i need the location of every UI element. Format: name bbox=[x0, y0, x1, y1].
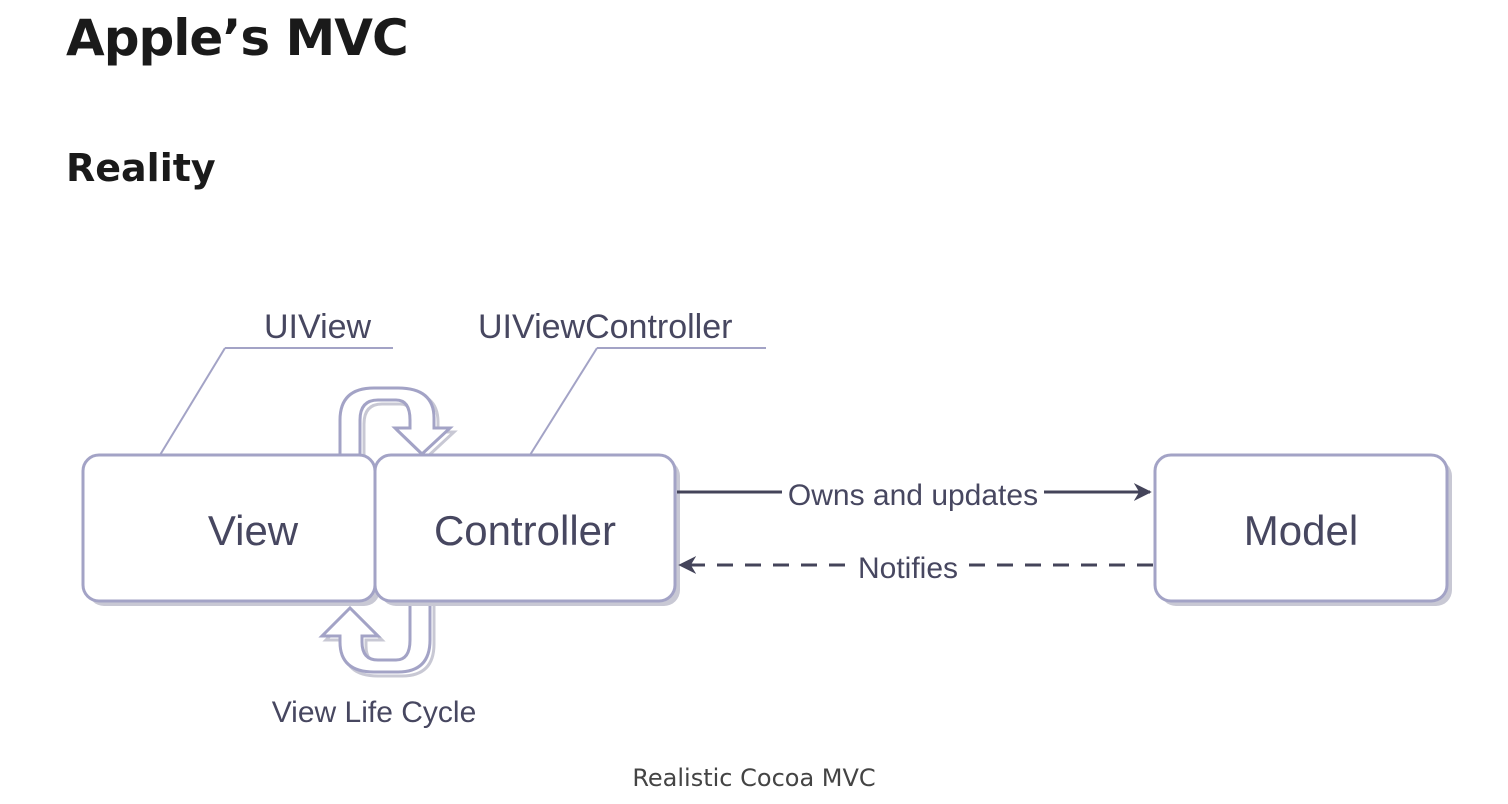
uiviewcontroller-label: UIViewController bbox=[478, 308, 732, 346]
view-node: View bbox=[81, 453, 380, 606]
controller-node: Controller bbox=[373, 453, 680, 606]
lifecycle-label: View Life Cycle bbox=[272, 696, 477, 729]
lifecycle-loop-top bbox=[338, 386, 458, 464]
uiviewcontroller-callout: UIViewController bbox=[478, 308, 766, 456]
model-node: Model bbox=[1153, 453, 1452, 606]
page-title: Apple’s MVC bbox=[66, 9, 409, 67]
controller-label: Controller bbox=[434, 507, 616, 554]
figure-caption: Realistic Cocoa MVC bbox=[632, 764, 876, 792]
view-label: View bbox=[208, 507, 299, 554]
notifies-label: Notifies bbox=[858, 552, 958, 585]
lifecycle-loop-bottom bbox=[318, 598, 436, 678]
owns-label: Owns and updates bbox=[788, 479, 1038, 512]
owns-edge: Owns and updates bbox=[677, 476, 1152, 512]
notifies-edge: Notifies bbox=[678, 549, 1153, 585]
model-label: Model bbox=[1244, 507, 1358, 554]
uiview-callout: UIView bbox=[159, 308, 393, 456]
uiview-label: UIView bbox=[264, 308, 372, 346]
section-heading: Reality bbox=[66, 146, 216, 190]
